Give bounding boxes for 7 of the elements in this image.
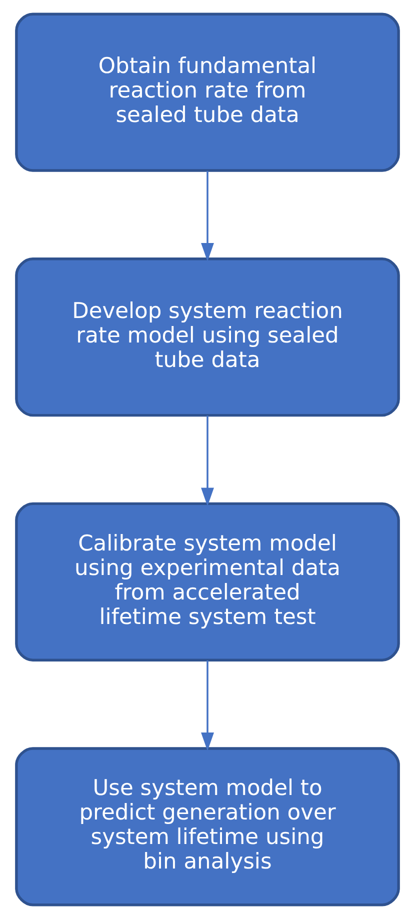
node-box: Develop system reaction rate model using sealed tube data <box>14 258 400 417</box>
arrow <box>200 416 214 506</box>
node-box: Use system model to predict generation over system lifetime using bin analysis <box>14 747 400 906</box>
arrow <box>200 660 214 752</box>
node-box: Obtain fundamental reaction rate from sealed tube data <box>14 12 400 172</box>
node-box: Calibrate system model using experimental data from accelerated lifetime system test <box>14 502 400 662</box>
arrow <box>200 170 214 262</box>
